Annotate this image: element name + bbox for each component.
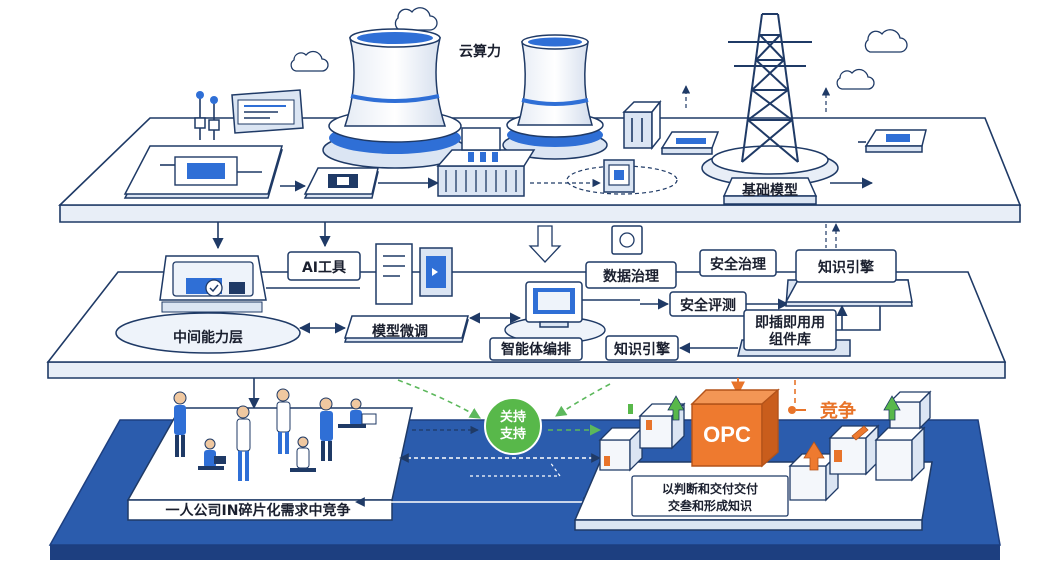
compete-label-group: 竞争	[788, 400, 856, 422]
agent-orchestration-label: 智能体编排	[500, 341, 571, 358]
cloud-icon	[836, 68, 875, 90]
one-person-company-label: 一人公司IN碎片化需求中竞争	[166, 502, 351, 519]
monitor-panel-icon	[231, 89, 304, 134]
security-evaluation-box: 安全评测	[669, 291, 747, 317]
cooling-tower-icon	[322, 28, 468, 169]
opc-panel-line1: 以判断和交付交付	[662, 481, 758, 496]
person-icon	[236, 405, 251, 481]
opc-box: OPC	[690, 388, 780, 468]
person-icon	[276, 388, 291, 454]
one-person-company-panel: 一人公司IN碎片化需求中竞争	[126, 388, 413, 521]
cloud-icon	[394, 7, 438, 31]
middle-layer: 中间能力层 AI工具 模型微调	[46, 225, 1007, 379]
up-arrow-icon	[883, 395, 901, 421]
plugin-library-module: 即插即用用 组件库	[737, 309, 851, 357]
plugin-library-label-line1: 即插即用用	[755, 314, 825, 331]
support-badge-line2: 支持	[499, 426, 526, 442]
compete-label: 竞争	[820, 400, 856, 422]
person-at-desk-icon	[338, 398, 377, 428]
model-finetune-label: 模型微调	[372, 323, 428, 340]
bottom-platform-edge	[50, 545, 1000, 560]
top-layer: 云算力	[58, 7, 1022, 223]
unit-cube-icon	[598, 426, 644, 472]
cpu-chip-icon	[303, 167, 379, 199]
top-layer-edge	[59, 204, 1021, 223]
down-arrow-icon	[528, 225, 562, 263]
support-badge-line1: 关持	[500, 409, 526, 425]
support-badge: 关持 支持	[484, 397, 542, 455]
middle-capability-label: 中间能力层	[173, 329, 243, 346]
cabinet-device-icon	[603, 159, 635, 193]
model-finetune-module: 模型微调	[343, 243, 469, 343]
security-evaluation-label: 安全评测	[680, 297, 736, 314]
up-arrow-icon	[667, 395, 685, 421]
foundation-model-label: 基础模型	[742, 182, 798, 199]
security-governance-label: 安全治理	[710, 256, 766, 273]
cloud-icon	[290, 50, 329, 72]
probe-icon	[194, 91, 220, 140]
opc-panel-line2: 交叁和形成知识	[668, 498, 752, 513]
chip-module-icon	[864, 129, 927, 153]
circuit-board-icon	[123, 145, 283, 199]
network-switch-icon	[660, 131, 720, 155]
agent-orchestration-module: 智能体编排	[489, 281, 606, 361]
person-icon	[319, 397, 333, 461]
unit-cube-icon	[874, 426, 926, 482]
bottom-layer: 一人公司IN碎片化需求中竞争	[48, 388, 1001, 560]
knowledge-engine-module: 知识引擎	[784, 249, 913, 307]
knowledge-engine-box: 知识引擎	[605, 335, 679, 361]
cloud-compute-label: 云算力	[452, 40, 508, 62]
server-rack-icon	[622, 99, 662, 151]
svg-text:云算力: 云算力	[459, 43, 501, 60]
cloud-icon	[864, 29, 908, 53]
ai-tools-box: AI工具	[287, 251, 361, 281]
knowledge-engine-label-top: 知识引擎	[818, 259, 874, 276]
cooling-tower-icon	[502, 34, 608, 160]
opc-base-panel: 以判断和交付交付 交叁和形成知识	[573, 461, 933, 531]
tool-icon	[851, 425, 869, 441]
unit-cube-icon	[828, 424, 880, 476]
data-governance-label: 数据治理	[603, 268, 659, 285]
server-building-icon	[436, 127, 536, 197]
person-icon	[290, 436, 316, 472]
data-governance-box: 数据治理	[585, 225, 677, 289]
security-governance-box: 安全治理	[699, 249, 777, 277]
person-icon	[198, 438, 226, 470]
up-arrow-icon	[803, 441, 825, 471]
person-icon	[173, 391, 187, 457]
plugin-library-label-line2: 组件库	[769, 331, 811, 348]
opc-label: OPC	[703, 422, 751, 447]
middle-capability-module: 中间能力层	[115, 255, 301, 354]
knowledge-engine-label-bottom: 知识引擎	[614, 341, 670, 358]
ai-tools-label: AI工具	[302, 260, 346, 276]
transmission-tower-icon: 基础模型	[701, 13, 839, 205]
middle-layer-edge	[47, 361, 1006, 379]
